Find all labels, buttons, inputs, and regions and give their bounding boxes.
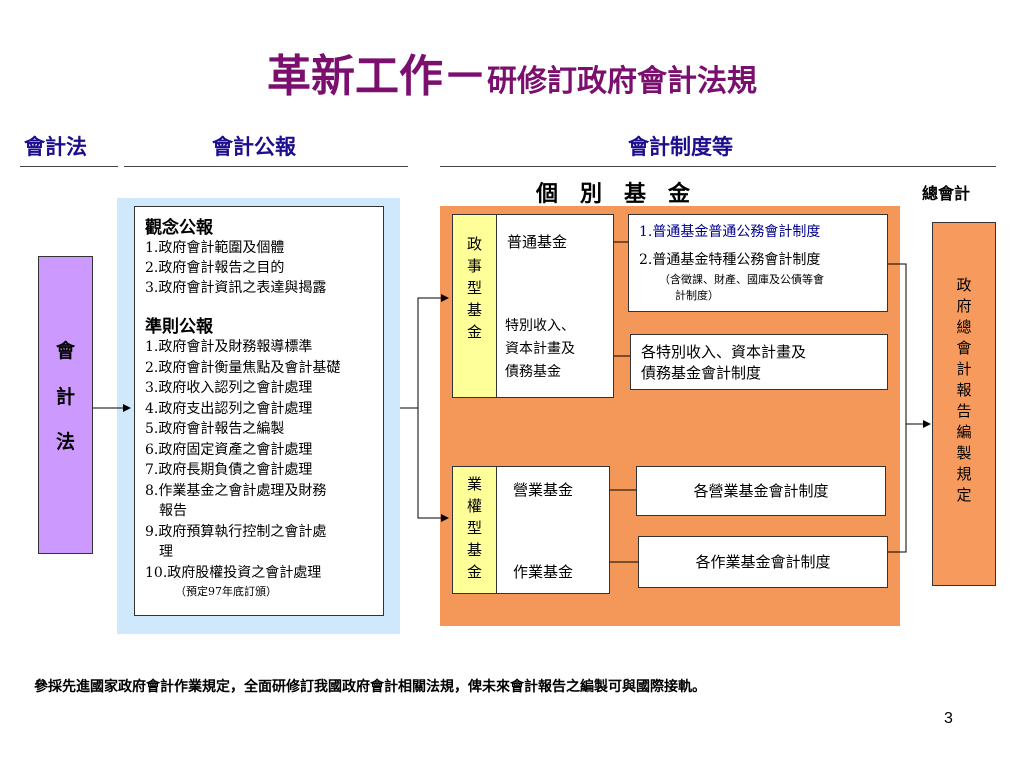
standards-note: （預定97年底訂頒） (175, 585, 277, 598)
standards-heading: 準則公報 (145, 317, 213, 337)
header-accounting-law: 會計法 (24, 134, 87, 159)
law-char-3: 法 (55, 431, 75, 454)
header-underline-bulletin (124, 166, 408, 167)
general-fund-label: 普通基金 (507, 233, 568, 251)
government-funds-box: 普通基金 特別收入、 資本計畫及 債務基金 (496, 214, 614, 398)
standard-item: 3.政府收入認列之會計處理 (145, 380, 313, 396)
page-number: 3 (944, 710, 953, 727)
general-system-note: 計制度） (675, 289, 719, 302)
special-funds-line: 債務基金 (505, 364, 561, 380)
consolidated-char: 政 (956, 276, 972, 294)
special-funds-label: 特別收入、 資本計畫及 債務基金 (505, 315, 575, 384)
standard-item: 10.政府股權投資之會計處理 (145, 564, 322, 581)
prop-char: 基 (466, 541, 482, 559)
bulletin-box: 觀念公報 1.政府會計範圍及個體 2.政府會計報告之目的 3.政府會計資訊之表達… (134, 206, 384, 616)
special-funds-system-box: 各特別收入、資本計畫及 債務基金會計制度 (630, 334, 888, 390)
special-system-line: 各特別收入、資本計畫及 (641, 343, 807, 361)
gov-char: 型 (466, 279, 482, 297)
consolidated-char: 府 (956, 297, 972, 315)
standard-item: 4.政府支出認列之會計處理 (145, 400, 313, 417)
page-title: 革新工作－研修訂政府會計法規 (0, 40, 1024, 104)
prop-char: 業 (466, 475, 482, 493)
consolidated-char: 總 (956, 318, 972, 336)
footer-note: 參採先進國家政府會計作業規定，全面研修訂我國政府會計相關法規，俾未來會計報告之編… (34, 679, 706, 695)
standard-item: 6.政府固定資產之會計處理 (145, 441, 313, 458)
consolidated-char: 報 (956, 381, 972, 399)
arrow-to-proprietary-funds (417, 408, 449, 522)
internal-system-label: 各作業基金會計制度 (695, 553, 831, 571)
special-funds-line: 特別收入、 (505, 318, 575, 334)
consolidated-char: 製 (956, 444, 972, 462)
prop-char: 型 (466, 519, 482, 537)
concepts-heading: 觀念公報 (145, 218, 213, 238)
government-funds-label: 政 事 型 基 金 (452, 214, 497, 398)
standard-item: 8.作業基金之會計處理及財務 (145, 482, 327, 499)
law-char-2: 計 (55, 385, 75, 408)
law-char-1: 會 (55, 340, 75, 362)
concept-item: 1.政府會計範圍及個體 (145, 240, 285, 256)
accounting-law-box: 會 計 法 (38, 256, 93, 554)
enterprise-system-label: 各營業基金會計制度 (693, 482, 829, 500)
individual-funds-label: 個 別 基 金 (536, 181, 691, 207)
prop-char: 權 (466, 497, 482, 515)
gov-char: 金 (466, 323, 482, 341)
standard-item: 2.政府會計衡量焦點及會計基礎 (145, 359, 341, 376)
header-underline-system (440, 166, 996, 167)
standard-item-continued: 報告 (159, 503, 187, 519)
consolidated-char: 告 (956, 402, 972, 420)
special-system-line: 債務基金會計制度 (641, 364, 762, 382)
enterprise-fund-label: 營業基金 (513, 481, 574, 499)
enterprise-system-box: 各營業基金會計制度 (636, 466, 886, 516)
general-accounting-label: 總會計 (922, 184, 971, 203)
gov-char: 事 (466, 257, 482, 275)
arrow-to-government-funds (400, 294, 449, 409)
header-underline-law (20, 166, 118, 167)
internal-fund-label: 作業基金 (513, 563, 574, 581)
proprietary-funds-label: 業 權 型 基 金 (452, 466, 497, 594)
standard-item: 5.政府會計報告之編製 (145, 421, 285, 437)
standard-item: 7.政府長期負債之會計處理 (145, 462, 313, 478)
consolidated-report-box: 政 府 總 會 計 報 告 編 製 規 定 (932, 222, 996, 586)
consolidated-char: 會 (956, 339, 972, 357)
gov-char: 基 (466, 301, 482, 319)
header-accounting-bulletin: 會計公報 (212, 134, 296, 159)
concept-item: 2.政府會計報告之目的 (145, 260, 285, 276)
bracket-systems (888, 263, 907, 553)
standard-item-continued: 理 (159, 544, 173, 560)
special-funds-line: 資本計畫及 (505, 341, 575, 357)
standard-item: 1.政府會計及財務報導標準 (145, 339, 313, 355)
internal-system-box: 各作業基金會計制度 (638, 536, 888, 588)
consolidated-char: 定 (956, 486, 972, 504)
consolidated-char: 編 (956, 423, 972, 441)
title-main: 革新工作－ (267, 51, 487, 102)
header-accounting-system: 會計制度等 (628, 134, 733, 159)
gov-char: 政 (466, 235, 482, 253)
concept-item: 3.政府會計資訊之表達與揭露 (145, 280, 327, 296)
general-system-note: （含徵課、財產、國庫及公債等會 (659, 273, 824, 286)
general-system-2: 2.普通基金特種公務會計制度 (639, 252, 821, 268)
general-fund-systems-box: 1.普通基金普通公務會計制度 2.普通基金特種公務會計制度 （含徵課、財產、國庫… (628, 214, 888, 312)
consolidated-char: 規 (956, 465, 972, 483)
prop-char: 金 (466, 563, 482, 581)
standard-item: 9.政府預算執行控制之會計處 (145, 523, 327, 540)
proprietary-funds-box: 營業基金 作業基金 (496, 466, 610, 594)
consolidated-char: 計 (956, 360, 972, 378)
general-system-1: 1.普通基金普通公務會計制度 (639, 224, 821, 240)
title-sub: 研修訂政府會計法規 (487, 64, 757, 99)
